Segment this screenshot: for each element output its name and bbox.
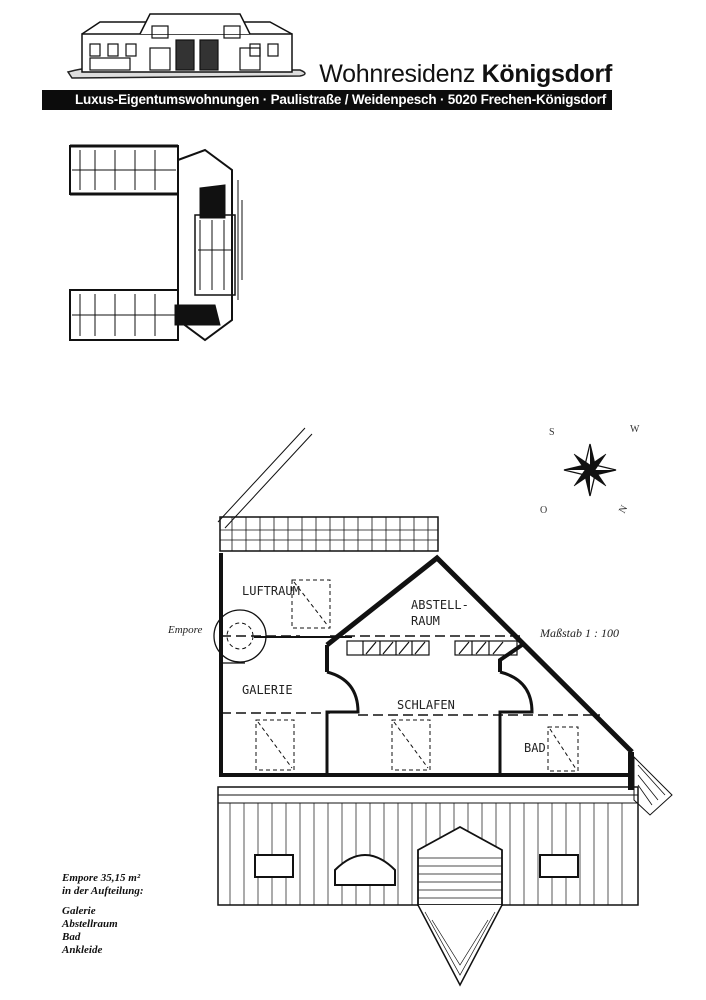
room-abstellraum-line2: RAUM	[411, 614, 440, 628]
room-galerie: GALERIE	[242, 683, 293, 697]
floor-plan	[213, 427, 673, 987]
compass-o: O	[540, 505, 548, 516]
area-line: Empore 35,15 m²	[62, 872, 141, 884]
page-title: Wohnresidenz Königsdorf	[319, 60, 612, 89]
area-note: Empore 35,15 m² in der Aufteilung: Galer…	[62, 872, 144, 957]
division-item: Galerie	[62, 905, 96, 917]
room-schlafen: SCHLAFEN	[397, 698, 455, 712]
compass-rose-icon	[563, 443, 617, 497]
title-bold: Königsdorf	[481, 60, 613, 88]
division-item: Abstellraum	[62, 918, 118, 930]
compass-s: S	[549, 427, 555, 438]
title-regular: Wohnresidenz	[319, 60, 482, 88]
site-plan	[69, 144, 243, 342]
room-abstellraum-line1: ABSTELL-	[411, 598, 469, 612]
division-item: Bad	[62, 931, 81, 943]
empore-label: Empore	[168, 624, 203, 636]
division-item: Ankleide	[62, 944, 103, 956]
room-bad: BAD	[524, 741, 546, 755]
compass-w: W	[630, 424, 640, 435]
subtitle-bar: Luxus-Eigentumswohnungen · Paulistraße /…	[42, 90, 612, 110]
division-line: in der Aufteilung:	[62, 885, 144, 897]
room-luftraum: LUFTRAUM	[242, 584, 300, 598]
building-logo	[66, 13, 306, 79]
scale-label: Maßstab 1 : 100	[540, 626, 619, 640]
